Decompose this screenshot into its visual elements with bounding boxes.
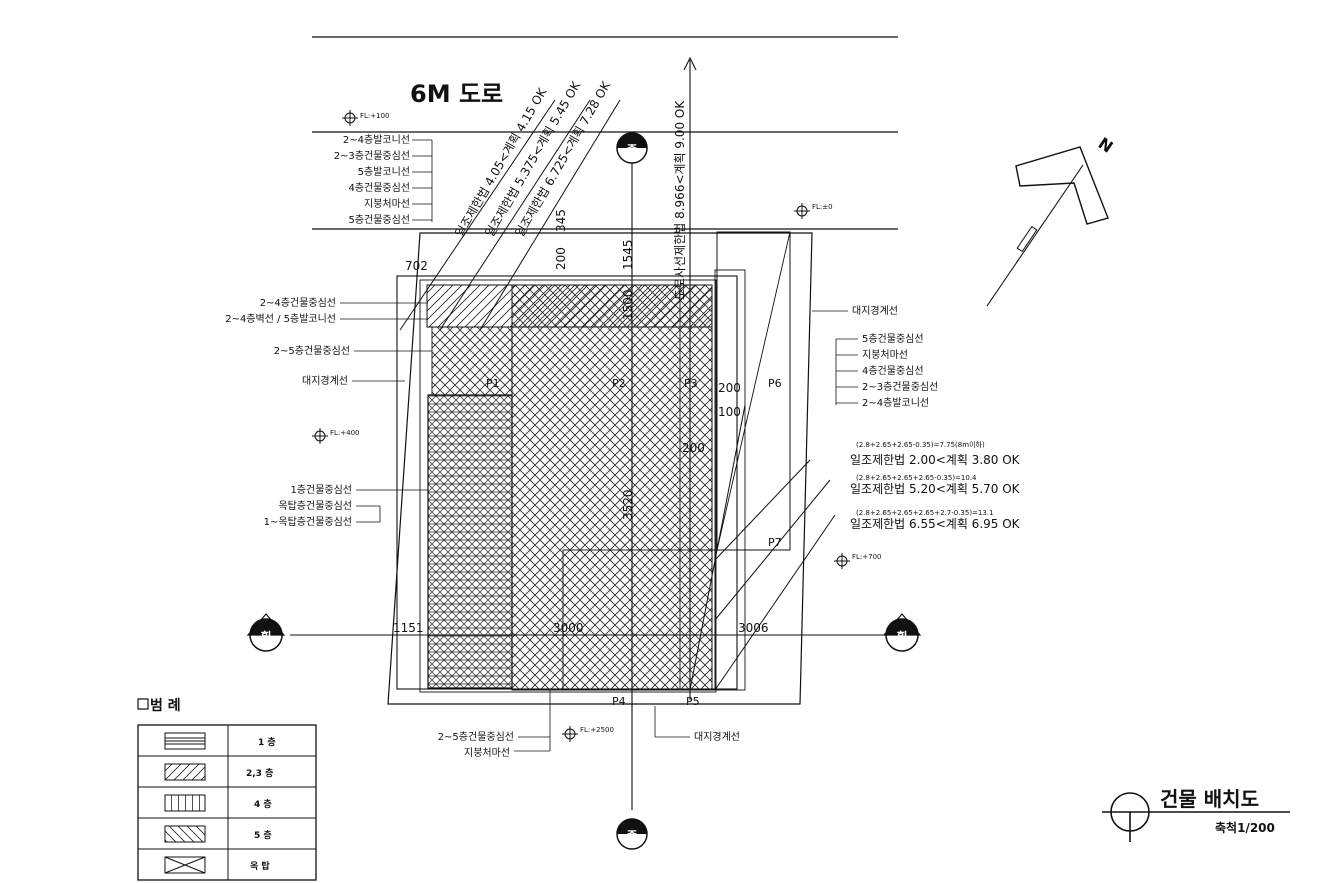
fl-mark-1: FL:+100 [342, 110, 390, 126]
svg-text:5 층: 5 층 [254, 829, 272, 841]
svg-text:P6: P6 [768, 377, 782, 390]
section-marker-bottom: 종 [616, 818, 648, 850]
road [312, 36, 898, 230]
svg-text:옥탑층건물중심선: 옥탑층건물중심선 [278, 500, 352, 512]
fl-mark-2: FL:±0 [794, 203, 833, 219]
section-marker-left: 횡 [246, 613, 286, 652]
svg-text:2~4층발코니선: 2~4층발코니선 [343, 134, 410, 146]
svg-text:4층건물중심선: 4층건물중심선 [348, 182, 410, 194]
svg-text:1층건물중심선: 1층건물중심선 [290, 484, 352, 496]
svg-text:2~4층발코니선: 2~4층발코니선 [862, 397, 929, 409]
svg-text:대지경계선: 대지경계선 [694, 730, 740, 743]
drawing-title: 건물 배치도 [1160, 787, 1259, 811]
svg-text:4 층: 4 층 [254, 798, 272, 810]
svg-text:일조제한법 5.20<계획 5.70 OK: 일조제한법 5.20<계획 5.70 OK [850, 482, 1021, 496]
svg-text:702: 702 [405, 259, 428, 273]
dimension-labels: 702 200 345 1545 1500 200 100 200 3000 1… [393, 209, 769, 635]
section-marker-top: 종 [616, 132, 648, 164]
svg-text:1500: 1500 [621, 289, 635, 320]
svg-text:2~5층건물중심선: 2~5층건물중심선 [438, 731, 514, 743]
vertical-section-axis [631, 56, 697, 810]
svg-text:횡: 횡 [896, 629, 907, 644]
svg-text:범 례: 범 례 [150, 698, 181, 714]
fl-mark-5: FL:+2500 [562, 726, 614, 742]
left-grid-area [427, 394, 513, 689]
svg-text:5층건물중심선: 5층건물중심선 [348, 214, 410, 226]
svg-text:3520: 3520 [621, 489, 635, 520]
svg-text:P1: P1 [486, 377, 500, 390]
svg-text:지붕처마선: 지붕처마선 [464, 747, 510, 759]
svg-text:P4: P4 [612, 695, 626, 708]
road-label: 6M 도로 [410, 80, 503, 108]
svg-text:FL:+2500: FL:+2500 [580, 726, 614, 734]
svg-text:종: 종 [626, 143, 637, 157]
svg-text:2~4층건물중심선: 2~4층건물중심선 [260, 297, 336, 309]
legend-swatch-2 [164, 763, 206, 781]
drawing-scale: 축척1/200 [1215, 820, 1275, 835]
svg-text:100: 100 [718, 405, 741, 419]
svg-text:2~3층건물중심선: 2~3층건물중심선 [862, 381, 938, 393]
svg-text:2~3층건물중심선: 2~3층건물중심선 [334, 150, 410, 162]
sunlight-calcs: (2.8+2.65+2.65-0.35)=7.75(8m이하) 일조제한법 2.… [850, 440, 1021, 531]
parking-area [716, 231, 791, 551]
svg-text:345: 345 [554, 209, 568, 232]
rooftop-area [511, 284, 713, 691]
svg-text:(2.8+2.65+2.65+2.65-0.35)=10.4: (2.8+2.65+2.65+2.65-0.35)=10.4 [856, 474, 977, 482]
svg-text:지붕처마선: 지붕처마선 [862, 349, 908, 361]
svg-text:P7: P7 [768, 536, 782, 549]
right-labels: 5층건물중심선 지붕처마선 4층건물중심선 2~3층건물중심선 2~4층발코니선 [862, 333, 938, 409]
bottom-labels: 2~5층건물중심선 지붕처마선 대지경계선 [438, 730, 740, 759]
svg-text:P5: P5 [686, 695, 700, 708]
fl-mark-3: FL:+400 [312, 428, 360, 444]
svg-text:FL:+700: FL:+700 [852, 553, 882, 561]
svg-text:P2: P2 [612, 377, 626, 390]
svg-text:일조제한법 2.00<계획 3.80 OK: 일조제한법 2.00<계획 3.80 OK [850, 453, 1021, 467]
right-boundary-label: 대지경계선 [852, 304, 898, 317]
point-labels: P1 P2 P3 P4 P5 P6 P7 [486, 377, 782, 708]
svg-text:FL:±0: FL:±0 [812, 203, 833, 211]
svg-text:대지경계선: 대지경계선 [302, 374, 348, 387]
svg-text:지붕처마선: 지붕처마선 [364, 198, 410, 210]
svg-text:4층건물중심선: 4층건물중심선 [862, 365, 924, 377]
legend: 범 례 1 층 2,3 층 4 층 5 층 옥 탑 [137, 698, 317, 881]
legend-swatch-3 [164, 794, 206, 812]
svg-text:200: 200 [554, 247, 568, 270]
svg-text:200: 200 [682, 441, 705, 455]
svg-text:2,3 층: 2,3 층 [246, 767, 273, 779]
svg-text:FL:+400: FL:+400 [330, 429, 360, 437]
site-boundary [387, 232, 813, 705]
svg-text:FL:+100: FL:+100 [360, 112, 390, 120]
north-arrow: N [986, 134, 1117, 307]
svg-text:5층건물중심선: 5층건물중심선 [862, 333, 924, 345]
svg-text:2~5층건물중심선: 2~5층건물중심선 [274, 345, 350, 357]
svg-text:200: 200 [718, 381, 741, 395]
svg-text:3000: 3000 [553, 621, 584, 635]
svg-text:5층발코니선: 5층발코니선 [358, 166, 410, 178]
svg-text:횡: 횡 [260, 629, 271, 644]
svg-text:P3: P3 [684, 377, 698, 390]
section-marker-right: 횡 [882, 613, 922, 652]
svg-text:1 층: 1 층 [258, 736, 276, 748]
svg-text:1~옥탑층건물중심선: 1~옥탑층건물중심선 [264, 516, 352, 528]
fl-mark-4: FL:+700 [834, 553, 882, 569]
left-labels: 2~4층건물중심선 2~4층벽선 / 5층발코니선 2~5층건물중심선 대지경계… [225, 297, 352, 528]
title-block: 건물 배치도 축척1/200 [1102, 787, 1290, 842]
svg-text:N: N [1095, 134, 1117, 157]
svg-text:2~4층벽선 / 5층발코니선: 2~4층벽선 / 5층발코니선 [225, 313, 336, 325]
svg-text:1151: 1151 [393, 621, 424, 635]
top-left-labels: 2~4층발코니선 2~3층건물중심선 5층발코니선 4층건물중심선 지붕처마선 … [334, 134, 410, 226]
svg-text:일조제한법 6.55<계획 6.95 OK: 일조제한법 6.55<계획 6.95 OK [850, 517, 1021, 531]
legend-swatch-4 [164, 825, 206, 843]
svg-text:1545: 1545 [621, 239, 635, 270]
svg-text:(2.8+2.65+2.65-0.35)=7.75(8m이하: (2.8+2.65+2.65-0.35)=7.75(8m이하) [856, 440, 985, 449]
svg-text:3006: 3006 [738, 621, 769, 635]
svg-text:(2.8+2.65+2.65+2.65+2.7-0.35)=: (2.8+2.65+2.65+2.65+2.7-0.35)=13.1 [856, 509, 994, 517]
svg-text:종: 종 [626, 829, 637, 843]
svg-text:옥 탑: 옥 탑 [250, 860, 270, 872]
diag-text-4: 도로사선제한법 8.966<계획 9.00 OK [673, 100, 687, 300]
